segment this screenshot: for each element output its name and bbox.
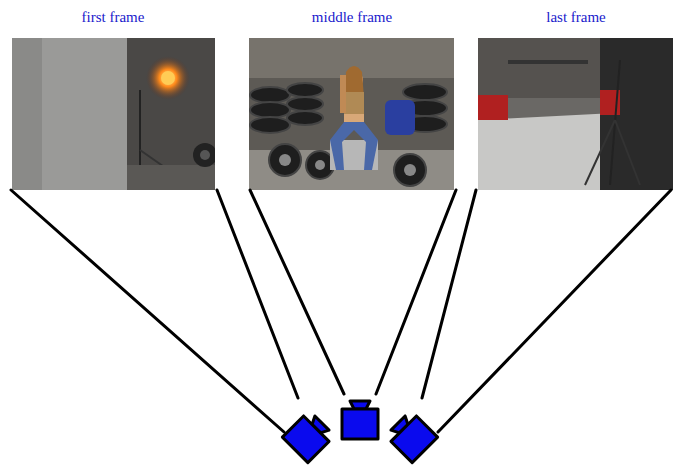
first-frame-photo (12, 38, 215, 190)
view-lines (11, 190, 671, 432)
frame-label: middle frame (310, 8, 394, 26)
frame-label: first frame (80, 8, 147, 26)
middle-frame-photo (249, 38, 454, 190)
last-frame-photo (478, 38, 673, 190)
camera-icons (282, 401, 437, 463)
frame-caption: first frame (82, 8, 145, 26)
frame-caption: last frame (546, 8, 606, 26)
frame-label: last frame (544, 8, 608, 26)
frame-caption: middle frame (312, 8, 392, 26)
